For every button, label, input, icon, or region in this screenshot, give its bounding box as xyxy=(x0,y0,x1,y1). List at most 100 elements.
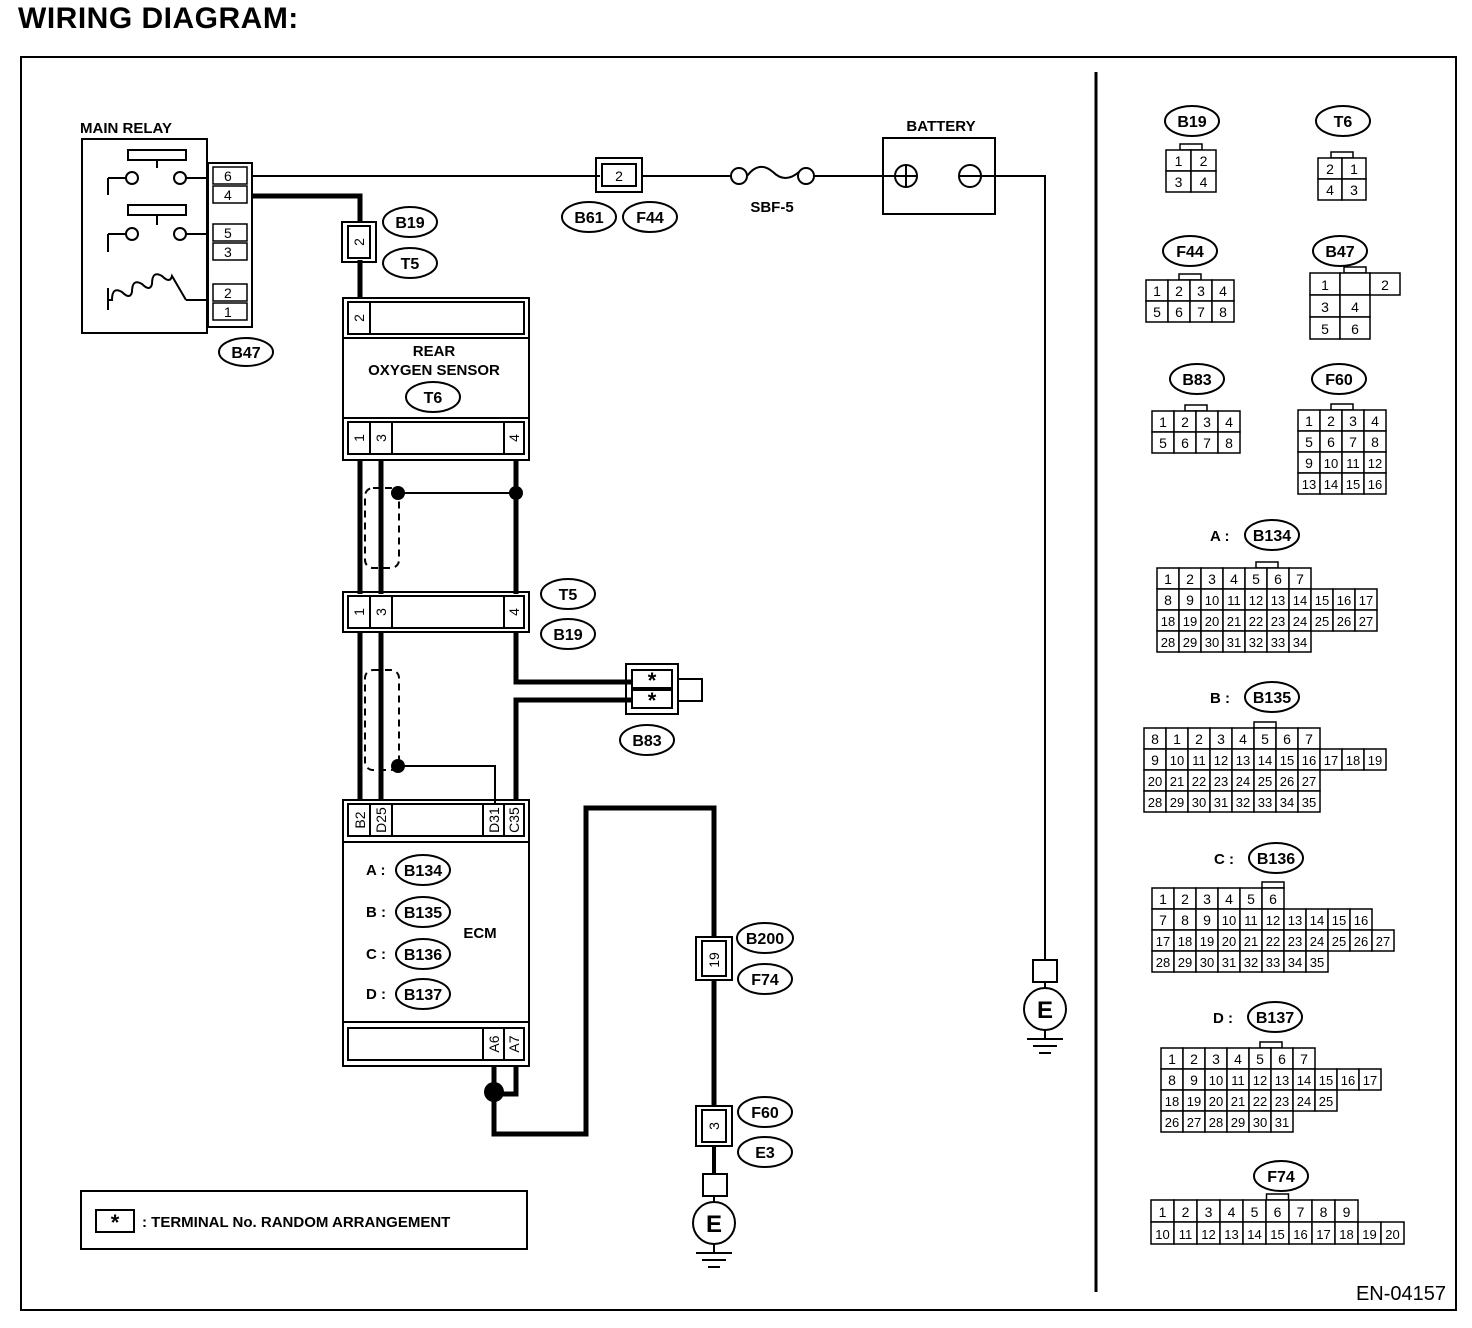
connector-pin: 35 xyxy=(1302,795,1316,810)
connector-pin: 16 xyxy=(1337,593,1351,608)
connector-pin: 8 xyxy=(1151,731,1159,747)
connector-pin: 13 xyxy=(1271,593,1285,608)
connector-pin: 33 xyxy=(1271,635,1285,650)
junction-dots xyxy=(391,486,523,1102)
ecm-conn-letter-c: C : xyxy=(366,946,386,963)
connector-pin: 8 xyxy=(1219,304,1227,320)
connector-pin: 8 xyxy=(1181,912,1189,928)
relay-pin-2: 2 xyxy=(224,285,232,301)
connector-pin: 25 xyxy=(1332,934,1346,949)
connector-pin: 20 xyxy=(1205,614,1219,629)
connector-view-id: B137 xyxy=(1256,1010,1294,1027)
connector-pin: 12 xyxy=(1249,593,1263,608)
connector-pin: 2 xyxy=(1326,161,1334,177)
connector-pin: 4 xyxy=(1234,1051,1242,1067)
page-title: WIRING DIAGRAM: xyxy=(18,2,299,35)
connector-b61-f44: 2 B61 F44 xyxy=(561,157,678,233)
mid-pin-4: 4 xyxy=(506,608,522,616)
connector-pin: 7 xyxy=(1297,1204,1305,1220)
connector-pin: 1 xyxy=(1305,413,1313,429)
connector-pin: 17 xyxy=(1359,593,1373,608)
connector-pin: 3 xyxy=(1197,283,1205,299)
connector-pin: 2 xyxy=(1200,153,1208,169)
legend: * : TERMINAL No. RANDOM ARRANGEMENT xyxy=(80,1190,528,1250)
connector-pin: 26 xyxy=(1280,774,1294,789)
connector-pin: 26 xyxy=(1337,614,1351,629)
connector-pin: 9 xyxy=(1186,592,1194,608)
connector-pin: 2 xyxy=(1182,1204,1190,1220)
connector-pin: 3 xyxy=(1321,299,1329,315)
ecm-conn-b-id: B135 xyxy=(404,905,442,922)
connector-id-b61: B61 xyxy=(574,210,603,227)
connector-id-t5-top: T5 xyxy=(401,256,420,273)
connector-view-prefix: B : xyxy=(1210,690,1230,707)
ground-right: E xyxy=(1023,959,1067,1054)
connector-pin: 11 xyxy=(1244,913,1258,928)
connector-pin: 11 xyxy=(1227,593,1241,608)
connector-view-prefix: C : xyxy=(1214,851,1234,868)
connector-pin: 32 xyxy=(1249,635,1263,650)
ecm: B2 D25 D31 C35 A : B134 B : B135 C : B13… xyxy=(342,799,530,1067)
connector-pin: 8 xyxy=(1225,435,1233,451)
connector-view-id: F60 xyxy=(1325,372,1353,389)
connector-pin: 2 xyxy=(1186,571,1194,587)
connector-pin: 29 xyxy=(1178,955,1192,970)
connector-pin: 13 xyxy=(1302,477,1316,492)
connector-pin: 20 xyxy=(1209,1094,1223,1109)
connector-pin: 11 xyxy=(1346,456,1360,471)
connector-view-id: B47 xyxy=(1325,244,1354,261)
connector-pin: 31 xyxy=(1214,795,1228,810)
ground-bottom: E xyxy=(692,1146,736,1268)
connector-pin: 29 xyxy=(1170,795,1184,810)
connector-pin: 18 xyxy=(1346,753,1360,768)
connector-pin: 4 xyxy=(1326,182,1334,198)
connector-pin: 7 xyxy=(1197,304,1205,320)
ecm-conn-c-id: B136 xyxy=(404,947,442,964)
relay-connector-id: B47 xyxy=(231,345,260,362)
connector-pin: 4 xyxy=(1228,1204,1236,1220)
connector-pin: 16 xyxy=(1302,753,1316,768)
connector-pin: 6 xyxy=(1351,321,1359,337)
legend-text: : TERMINAL No. RANDOM ARRANGEMENT xyxy=(142,1214,450,1231)
connector-pin: 27 xyxy=(1359,614,1373,629)
o2-pin-3: 3 xyxy=(373,434,389,442)
connector-pin: 2 xyxy=(1181,414,1189,430)
relay-pin-6: 6 xyxy=(224,168,232,184)
connector-pin: 1 xyxy=(1164,571,1172,587)
connector-pin: 1 xyxy=(1168,1051,1176,1067)
b83-pin-star-1: * xyxy=(648,668,657,693)
main-relay: MAIN RELAY 6 4 5 3 2 1 B47 xyxy=(80,120,274,367)
connector-pin: 9 xyxy=(1190,1072,1198,1088)
connector-pin: 2 xyxy=(1175,283,1183,299)
connector-pin: 11 xyxy=(1231,1073,1245,1088)
connector-pin: 5 xyxy=(1153,304,1161,320)
connector-pin: 2 xyxy=(1381,277,1389,293)
connector-pin: 6 xyxy=(1274,1204,1282,1220)
connector-pin: 1 xyxy=(1173,731,1181,747)
ecm-pin-b2: B2 xyxy=(352,811,368,828)
connector-pin: 31 xyxy=(1227,635,1241,650)
connector-pin: 18 xyxy=(1339,1227,1353,1242)
connector-pin: 4 xyxy=(1225,891,1233,907)
connector-pin: 27 xyxy=(1302,774,1316,789)
connector-pin: 19 xyxy=(1200,934,1214,949)
connector-pin: 19 xyxy=(1362,1227,1376,1242)
connector-view-id: B83 xyxy=(1182,372,1211,389)
connector-pin: 13 xyxy=(1224,1227,1238,1242)
connector-pin: 10 xyxy=(1155,1227,1169,1242)
connector-pin: 4 xyxy=(1239,731,1247,747)
connector-pin: 6 xyxy=(1327,434,1335,450)
connector-pin: 3 xyxy=(1175,174,1183,190)
relay-pin-1: 1 xyxy=(224,304,232,320)
connector-pin: 20 xyxy=(1222,934,1236,949)
connector-pin: 14 xyxy=(1297,1073,1311,1088)
connector-pin: 28 xyxy=(1148,795,1162,810)
connector-pin: 2 xyxy=(1195,731,1203,747)
connector-pin: 23 xyxy=(1275,1094,1289,1109)
ecm-label: ECM xyxy=(463,925,496,942)
connector-pin: 29 xyxy=(1231,1115,1245,1130)
legend-star-icon: * xyxy=(111,1210,120,1235)
